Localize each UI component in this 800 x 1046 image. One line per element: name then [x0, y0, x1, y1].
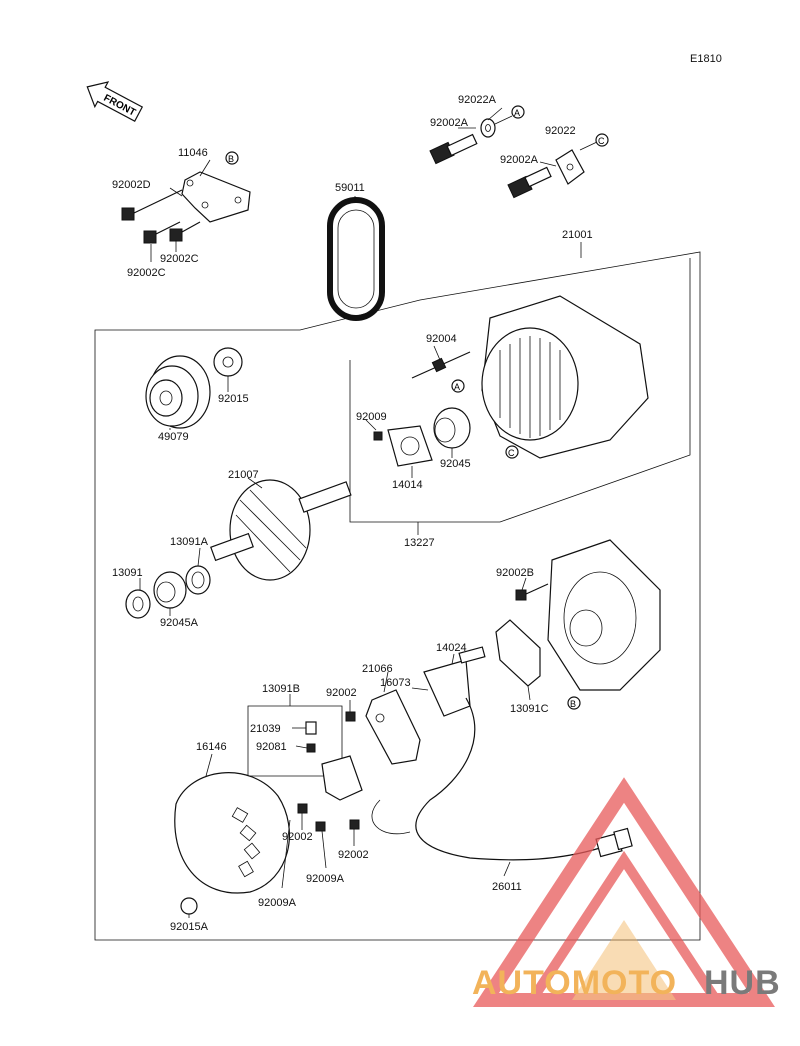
- label-92002C-2: 92002C: [127, 267, 166, 279]
- screw-92009: [373, 431, 383, 441]
- label-13091: 13091: [112, 567, 143, 579]
- label-92002C-1: 92002C: [160, 253, 199, 265]
- label-92002-3: 92002: [338, 849, 369, 861]
- label-92009A: 92009A: [306, 873, 345, 885]
- label-13091A: 13091A: [170, 536, 209, 548]
- regulator-21066: [365, 689, 421, 765]
- watermark-logo: [473, 777, 775, 1007]
- front-housing: [481, 295, 649, 459]
- seal-13091: [125, 589, 151, 619]
- label-92002B: 92002B: [496, 567, 534, 579]
- label-11046: 11046: [178, 147, 208, 159]
- washer-92022A: [480, 118, 496, 138]
- front-arrow-icon: FRONT: [86, 81, 144, 122]
- callout-a-top: A: [511, 105, 525, 119]
- spring-92081: [306, 743, 316, 753]
- rear-housing: [547, 539, 661, 691]
- label-92009A-2: 92009A: [258, 897, 297, 909]
- svg-text:B: B: [228, 154, 234, 164]
- pulley-49079: [145, 355, 211, 429]
- watermark-text: AUTOMOTO HUB: [472, 964, 781, 1002]
- bolt-92002C-a: [143, 221, 181, 244]
- callout-c-mid: C: [505, 445, 519, 459]
- wire-harness-26011: [415, 697, 601, 861]
- screw-92002-a: [345, 711, 356, 722]
- svg-text:B: B: [570, 699, 576, 709]
- label-49079: 49079: [158, 431, 189, 443]
- diagram-code: E1810: [690, 53, 722, 65]
- watermark-text-part2: HUB: [704, 964, 781, 1002]
- plate-14014: [387, 425, 433, 467]
- screw-92002-c: [349, 819, 360, 830]
- connector: [595, 827, 633, 858]
- label-92015A: 92015A: [170, 921, 209, 933]
- label-92022: 92022: [545, 125, 576, 137]
- label-14024: 14024: [436, 642, 467, 654]
- label-21066: 21066: [362, 663, 393, 675]
- rear-cover-16146: [174, 772, 291, 894]
- bearing-92045: [433, 407, 471, 449]
- brush-assembly: [321, 755, 363, 801]
- label-13091C: 13091C: [510, 703, 549, 715]
- label-92015: 92015: [218, 393, 249, 405]
- leader-lines: [139, 107, 582, 918]
- bolt-92002A-upper: [429, 133, 478, 165]
- stud-bolt-92004: [411, 351, 471, 379]
- label-92002-1: 92002: [326, 687, 357, 699]
- assembly-outline-21001: [94, 251, 701, 941]
- svg-text:A: A: [454, 382, 460, 392]
- label-16073: 16073: [380, 677, 411, 689]
- watermark-text-part1: AUTOMOTO: [472, 964, 677, 1002]
- label-92002D: 92002D: [112, 179, 151, 191]
- insulator-13091C: [495, 619, 541, 687]
- label-13091B: 13091B: [262, 683, 300, 695]
- label-92045A: 92045A: [160, 617, 199, 629]
- svg-text:A: A: [514, 108, 520, 118]
- callout-a-mid: A: [451, 379, 465, 393]
- callout-b-top: B: [225, 151, 239, 165]
- label-92009: 92009: [356, 411, 387, 423]
- bracket-11046: [181, 171, 251, 223]
- nut-92015: [213, 347, 243, 377]
- label-92002-2: 92002: [282, 831, 313, 843]
- nut-92015A: [180, 897, 198, 915]
- screw-92002-b: [297, 803, 308, 814]
- drive-belt-59011: [327, 197, 385, 321]
- collar-13091A: [185, 565, 211, 595]
- label-92004: 92004: [426, 333, 457, 345]
- bolt-92002A-lower: [507, 166, 552, 199]
- label-92002A-1: 92002A: [430, 117, 469, 129]
- label-14014: 14014: [392, 479, 423, 491]
- label-26011: 26011: [492, 881, 522, 893]
- bolt-92002B: [515, 583, 549, 601]
- label-13227: 13227: [404, 537, 435, 549]
- label-92002A-2: 92002A: [500, 154, 539, 166]
- label-21039: 21039: [250, 723, 281, 735]
- label-21007: 21007: [228, 469, 259, 481]
- label-16146: 16146: [196, 741, 227, 753]
- svg-text:C: C: [598, 136, 605, 146]
- label-59011: 59011: [335, 182, 365, 194]
- label-92081: 92081: [256, 741, 287, 753]
- brush-21039: [305, 721, 317, 735]
- bolt-92002D: [121, 189, 183, 221]
- rotor-21007: [210, 479, 352, 581]
- callout-b-mid: B: [567, 696, 581, 710]
- callout-c-top: C: [595, 133, 609, 147]
- bearing-92045A: [153, 571, 187, 609]
- label-21001: 21001: [562, 229, 593, 241]
- label-92022A: 92022A: [458, 94, 497, 106]
- label-92045: 92045: [440, 458, 471, 470]
- svg-text:C: C: [508, 448, 515, 458]
- plate-92022: [555, 149, 585, 185]
- screw-92009A: [315, 821, 326, 832]
- assembly-outline-13227: [349, 258, 691, 523]
- wire-lead: [371, 799, 411, 835]
- brush-holder-14024: [423, 646, 486, 717]
